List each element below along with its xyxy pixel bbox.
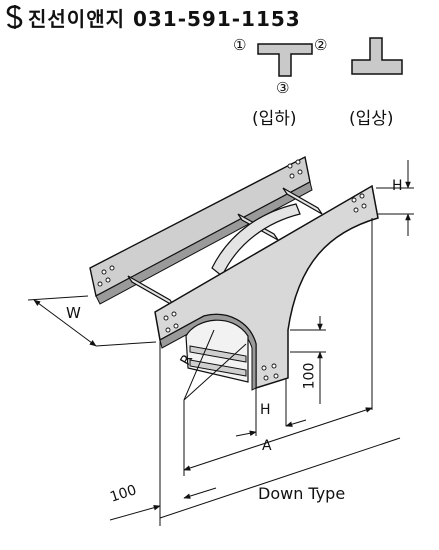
port-3-label: ③ — [276, 79, 290, 97]
tee-down-shape — [257, 43, 313, 77]
h-bottom-dim-line — [235, 430, 257, 437]
brand-header: 진선이앤지 031-591-1153 — [4, 2, 301, 32]
len100-dim-line — [109, 505, 161, 521]
caption-down-type: Down Type — [258, 484, 346, 503]
shape-legend — [257, 37, 403, 77]
port-2-label: ② — [314, 36, 328, 54]
port-1-label: ① — [233, 36, 247, 54]
bolt-holes — [97, 159, 367, 381]
dropout-rungs — [189, 345, 247, 377]
r-leader — [183, 329, 215, 401]
a-dim-line — [183, 407, 373, 471]
h-top-dim-label: H — [392, 178, 403, 194]
w-dim-label: W — [66, 304, 81, 322]
brand-text: 진선이앤지 031-591-1153 — [28, 6, 301, 31]
branch-back-rail — [211, 203, 301, 277]
h-bottom-dim-label: H — [260, 402, 271, 418]
s-logo-icon — [6, 5, 23, 29]
label-inlet-down: (입하) — [252, 109, 297, 129]
h100-dim-label: 100 — [301, 362, 318, 390]
tee-up-shape — [351, 37, 403, 75]
w-dim-line — [33, 299, 97, 347]
a-dim-label: A — [262, 438, 272, 454]
label-inlet-up: (입상) — [349, 109, 394, 129]
back-rail-flange — [95, 181, 313, 305]
